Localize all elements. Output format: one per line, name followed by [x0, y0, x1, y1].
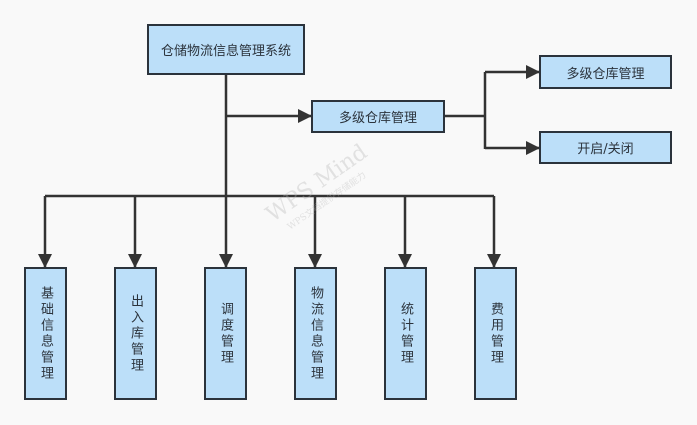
module-node-4[interactable]: 物流信息管理	[294, 267, 337, 400]
module-node-label: 物流信息管理	[308, 285, 323, 382]
module-node-5[interactable]: 统计管理	[384, 267, 427, 400]
branch-child-label: 开启/关闭	[577, 142, 634, 157]
root-node[interactable]: 仓储物流信息管理系统	[147, 24, 305, 75]
branch-child-label: 多级仓库管理	[566, 66, 645, 82]
module-node-label: 统计管理	[398, 301, 413, 366]
branch-child-node-1[interactable]: 多级仓库管理	[539, 55, 672, 89]
module-node-1[interactable]: 基础信息管理	[24, 267, 67, 400]
module-node-3[interactable]: 调度管理	[204, 267, 247, 400]
module-node-6[interactable]: 费用管理	[474, 267, 517, 400]
module-node-label: 出入库管理	[128, 293, 143, 374]
branch-node-label: 多级仓库管理	[338, 111, 417, 126]
branch-child-node-2[interactable]: 开启/关闭	[539, 131, 672, 164]
module-node-label: 费用管理	[488, 301, 503, 366]
module-node-2[interactable]: 出入库管理	[114, 267, 157, 400]
root-node-label: 仓储物流信息管理系统	[160, 44, 291, 59]
module-node-label: 基础信息管理	[38, 285, 53, 382]
module-node-label: 调度管理	[218, 301, 233, 366]
branch-node[interactable]: 多级仓库管理	[311, 100, 445, 133]
